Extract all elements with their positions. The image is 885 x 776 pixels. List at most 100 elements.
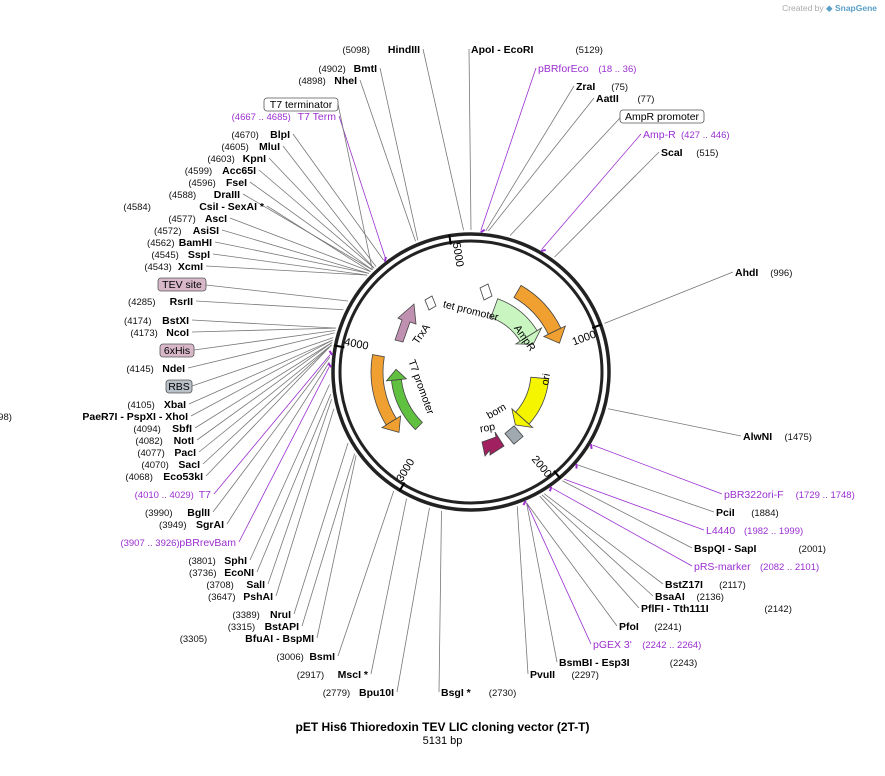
enzyme-position: (4562) bbox=[147, 238, 174, 249]
enzyme-name: L4440 bbox=[706, 525, 735, 537]
enzyme-label-right: ApoI - EcoRI(5129) bbox=[471, 44, 603, 56]
leader-line bbox=[564, 478, 705, 531]
enzyme-name: PshAI bbox=[243, 591, 273, 603]
enzyme-name: ZraI bbox=[576, 81, 595, 93]
enzyme-position: (2136) bbox=[697, 592, 724, 603]
leader-lines bbox=[187, 48, 742, 693]
leader-line bbox=[190, 339, 333, 417]
enzyme-name: NotI bbox=[174, 435, 194, 447]
credit-brand: SnapGene bbox=[834, 3, 877, 13]
enzyme-name: AatII bbox=[596, 93, 619, 105]
enzyme-name: MluI bbox=[259, 141, 280, 153]
boxed-feature-label: 6xHis bbox=[159, 343, 195, 358]
enzyme-label-left: XbaI(4105) bbox=[127, 399, 186, 411]
enzyme-position: (77) bbox=[638, 94, 655, 105]
enzyme-name: BsgI * bbox=[441, 687, 472, 699]
enzyme-label-right: pBRforEco(18 .. 36) bbox=[538, 63, 636, 75]
enzyme-name: Acc65I bbox=[222, 165, 256, 177]
enzyme-label-left: EcoNI(3736) bbox=[189, 567, 254, 579]
boxed-feature-label: TEV site bbox=[157, 277, 207, 292]
map-title: pET His6 Thioredoxin TEV LIC cloning vec… bbox=[295, 720, 590, 734]
enzyme-label-right: ZraI(75) bbox=[576, 81, 628, 93]
enzyme-name: FseI bbox=[226, 177, 247, 189]
leader-line bbox=[187, 332, 335, 369]
enzyme-name: BstAPI bbox=[265, 621, 300, 633]
leader-line bbox=[205, 265, 368, 276]
enzyme-label-right: Amp-R(427 .. 446) bbox=[643, 129, 730, 141]
enzyme-name: PfoI bbox=[619, 621, 639, 633]
leader-line bbox=[543, 493, 664, 585]
snapgene-logo-icon: ◆ bbox=[826, 3, 833, 13]
enzyme-label-left: SacI(4070) bbox=[141, 459, 200, 471]
enzyme-position: (2243) bbox=[670, 658, 697, 669]
leader-line bbox=[608, 408, 742, 437]
enzyme-position: (4584) bbox=[123, 202, 150, 213]
enzyme-label-left: NcoI(4173) bbox=[130, 327, 189, 339]
enzyme-label-left: PaeR7I - PspXI - XhoI(4098) bbox=[0, 411, 188, 423]
enzyme-position: (3006) bbox=[276, 652, 303, 663]
enzyme-label-left: T7(4010 .. 4029) bbox=[135, 489, 212, 501]
enzyme-label-left: FseI(4596) bbox=[188, 177, 247, 189]
rop-label: rop bbox=[479, 421, 496, 435]
enzyme-name: Bpu10I bbox=[359, 687, 394, 699]
left-orange-arrow bbox=[370, 354, 402, 433]
leader-line bbox=[188, 339, 333, 405]
enzyme-name: CsiI - SexAI * bbox=[199, 201, 265, 213]
enzyme-name: AhdI bbox=[735, 267, 758, 279]
enzyme-name: PciI bbox=[716, 507, 735, 519]
enzyme-label-left: AscI(4577) bbox=[168, 213, 227, 225]
leader-line bbox=[539, 495, 640, 609]
backbone-outer bbox=[331, 232, 611, 512]
enzyme-label-left: MluI(4605) bbox=[221, 141, 280, 153]
boxed-label-text: T7 terminator bbox=[270, 99, 333, 111]
enzyme-label-left: NdeI(4145) bbox=[126, 363, 185, 375]
leader-line bbox=[526, 502, 592, 645]
tick-label: 4000 bbox=[343, 336, 369, 352]
enzyme-name: SgrAI bbox=[196, 519, 224, 531]
enzyme-position: (4902) bbox=[318, 64, 345, 75]
leader-line bbox=[229, 217, 371, 272]
leader-line bbox=[359, 79, 416, 242]
leader-line bbox=[562, 480, 693, 549]
map-length: 5131 bp bbox=[422, 735, 463, 747]
enzyme-position: (2117) bbox=[719, 580, 746, 591]
enzyme-position: (2001) bbox=[799, 544, 826, 555]
enzyme-label-left: SbfI(4094) bbox=[133, 423, 192, 435]
enzyme-position: (4572) bbox=[154, 226, 181, 237]
credit-prefix: Created by bbox=[782, 3, 824, 13]
backbone-inner bbox=[338, 239, 604, 505]
enzyme-name: pBRrevBam bbox=[179, 537, 236, 549]
enzyme-name: BmtI bbox=[354, 63, 377, 75]
leader-line bbox=[422, 48, 464, 231]
enzyme-label-left: pBRrevBam(3907 .. 3926) bbox=[120, 537, 236, 549]
enzyme-label-right: AhdI(996) bbox=[735, 267, 792, 279]
enzyme-name: PvuII bbox=[530, 669, 555, 681]
boxed-label-text: RBS bbox=[168, 381, 190, 393]
enzyme-name: BstXI bbox=[162, 315, 189, 327]
enzyme-name: PflFI - Tth111I bbox=[641, 603, 709, 615]
primer-tick bbox=[383, 256, 387, 262]
enzyme-position: (5129) bbox=[576, 45, 603, 56]
trxa-label: TrxA bbox=[410, 322, 432, 347]
enzyme-position: (2142) bbox=[764, 604, 791, 615]
leader-line bbox=[526, 502, 618, 627]
enzyme-position: (18 .. 36) bbox=[598, 64, 636, 75]
tick-label: 1000 bbox=[571, 329, 598, 349]
leader-line bbox=[338, 115, 386, 259]
enzyme-name: XbaI bbox=[164, 399, 186, 411]
enzyme-label-right: pRS-marker(2082 .. 2101) bbox=[694, 561, 819, 573]
enzyme-position: (4603) bbox=[207, 154, 234, 165]
leader-line bbox=[198, 344, 332, 453]
enzyme-name: SspI bbox=[188, 249, 210, 261]
enzyme-position: (4068) bbox=[125, 472, 152, 483]
enzyme-name: PaeR7I - PspXI - XhoI bbox=[82, 411, 188, 423]
enzyme-name: HindIII bbox=[388, 44, 420, 56]
tick-mark bbox=[553, 470, 562, 480]
enzyme-position: (4670) bbox=[231, 130, 258, 141]
enzyme-label-right: PvuII(2297) bbox=[530, 669, 599, 681]
enzyme-position: (3389) bbox=[232, 610, 259, 621]
enzyme-position: (2730) bbox=[489, 688, 516, 699]
enzyme-name: T7 bbox=[199, 489, 211, 501]
enzyme-label-right: BspQI - SapI(2001) bbox=[694, 543, 826, 555]
enzyme-name: BglII bbox=[187, 507, 210, 519]
